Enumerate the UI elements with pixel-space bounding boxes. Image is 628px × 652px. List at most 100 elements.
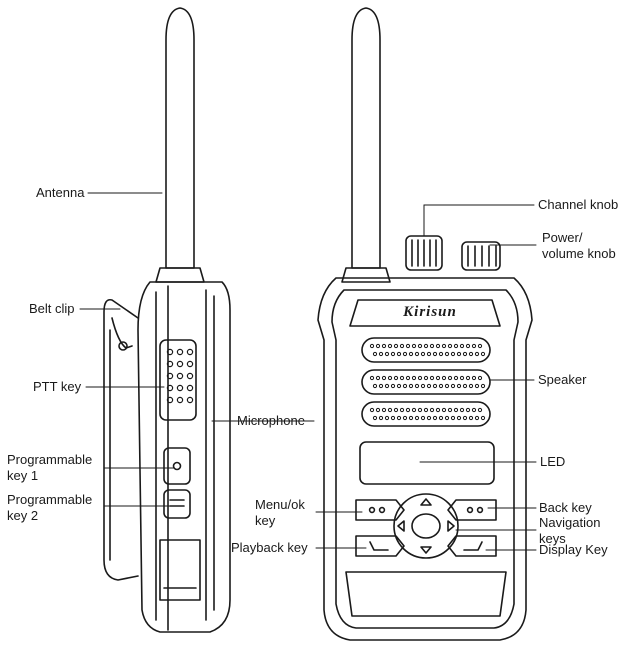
side-programmable-key-2	[163, 489, 191, 519]
grille-dot	[402, 415, 408, 421]
grille-dot	[447, 375, 453, 381]
grille-dot	[408, 383, 414, 389]
grille-dot	[405, 407, 411, 413]
grille-dot	[378, 351, 384, 357]
grille-dot	[477, 375, 483, 381]
grille-dot	[372, 415, 378, 421]
grille-dot	[375, 407, 381, 413]
grille-dot	[438, 415, 444, 421]
front-body	[317, 277, 533, 641]
grille-dot	[399, 407, 405, 413]
grille-dot	[396, 383, 402, 389]
display-key-label: Display Key	[539, 542, 608, 557]
grille-dot	[474, 383, 480, 389]
grille-dot	[390, 351, 396, 357]
grille-dot	[393, 407, 399, 413]
grille-dot	[456, 351, 462, 357]
grille-dot	[459, 375, 465, 381]
grille-dot	[396, 351, 402, 357]
keypad	[355, 493, 497, 559]
grille-dot	[444, 383, 450, 389]
grille-dot	[399, 343, 405, 349]
grille-dot	[462, 415, 468, 421]
grille-dot	[408, 351, 414, 357]
grille-dot	[414, 415, 420, 421]
grille-dot	[417, 407, 423, 413]
grille-dot	[444, 415, 450, 421]
navigation-keys-label: Navigation keys	[539, 515, 601, 546]
grille-dot	[411, 375, 417, 381]
programmable-key-2-label: Programmable key 2	[7, 492, 93, 523]
grille-dot	[378, 415, 384, 421]
power-volume-knob	[461, 241, 501, 271]
grille-dot	[405, 343, 411, 349]
side-ptt-key	[159, 339, 197, 421]
antenna-label: Antenna	[36, 185, 85, 200]
power-volume-knob-label: Power/ volume knob	[542, 230, 616, 261]
grille-dot	[426, 415, 432, 421]
belt-clip	[103, 298, 139, 581]
grille-dot	[399, 375, 405, 381]
grille-dot	[435, 375, 441, 381]
grille-dot	[447, 407, 453, 413]
grille-dot	[372, 351, 378, 357]
grille-dot	[453, 407, 459, 413]
grille-dot	[411, 343, 417, 349]
speaker-grille	[361, 337, 491, 427]
grille-dot	[393, 343, 399, 349]
grille-dot	[480, 415, 486, 421]
grille-dot	[381, 407, 387, 413]
grille-dot	[441, 375, 447, 381]
brand-logo: Kirisun	[403, 304, 457, 320]
grille-dot	[474, 415, 480, 421]
front-view-radio	[317, 7, 533, 641]
grille-dot	[468, 351, 474, 357]
side-body	[137, 281, 231, 633]
microphone-label: Microphone	[237, 413, 305, 428]
grille-dot	[432, 415, 438, 421]
grille-dot	[453, 375, 459, 381]
grille-dot	[441, 343, 447, 349]
grille-dot	[405, 375, 411, 381]
grille-dot	[414, 383, 420, 389]
grille-dot	[453, 343, 459, 349]
grille-dot	[477, 407, 483, 413]
grille-dot	[447, 343, 453, 349]
grille-dot	[423, 407, 429, 413]
grille-dot	[465, 407, 471, 413]
grille-dot	[456, 383, 462, 389]
grille-dot	[396, 415, 402, 421]
grille-dot	[417, 343, 423, 349]
playback-key	[355, 535, 405, 557]
playback-key-label: Playback key	[231, 540, 308, 555]
grille-dot	[393, 375, 399, 381]
grille-dot	[480, 351, 486, 357]
channel-knob-label: Channel knob	[538, 197, 619, 212]
grille-dot	[438, 351, 444, 357]
grille-dot	[465, 375, 471, 381]
grille-dot	[402, 351, 408, 357]
led-window	[359, 441, 495, 485]
side-programmable-key-1	[163, 447, 191, 485]
ptt-key-label: PTT key	[33, 379, 82, 394]
grille-dot	[381, 343, 387, 349]
grille-dot	[462, 351, 468, 357]
grille-dot	[429, 375, 435, 381]
grille-dot	[474, 351, 480, 357]
grille-dot	[420, 415, 426, 421]
grille-dot	[369, 407, 375, 413]
grille-dot	[384, 415, 390, 421]
grille-dot	[429, 407, 435, 413]
grille-dot	[381, 375, 387, 381]
grille-dot	[462, 383, 468, 389]
back-key-label: Back key	[539, 500, 592, 515]
grille-dot	[429, 343, 435, 349]
grille-dot	[369, 375, 375, 381]
grille-dot	[435, 343, 441, 349]
grille-dot	[426, 351, 432, 357]
grille-dot	[411, 407, 417, 413]
front-antenna	[351, 7, 381, 269]
grille-dot	[414, 351, 420, 357]
